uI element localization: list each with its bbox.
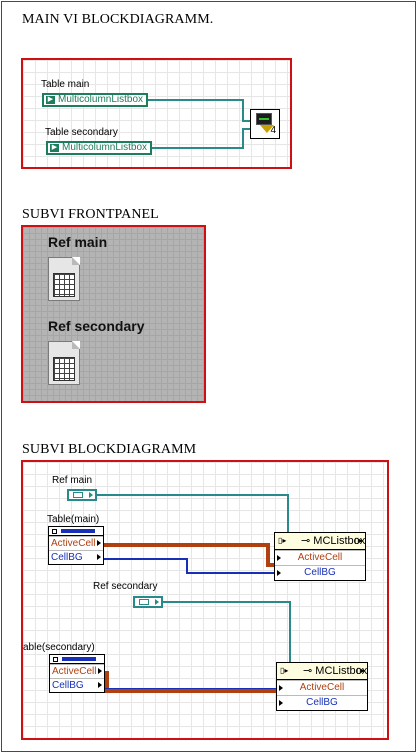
table-icon xyxy=(53,357,75,381)
table-main-control[interactable]: ▶ MulticolumnListbox xyxy=(42,93,148,107)
monitor-icon xyxy=(256,113,272,125)
ref-secondary-constant[interactable] xyxy=(133,596,163,608)
table-secondary-control[interactable]: ▶ MulticolumnListbox xyxy=(46,141,152,155)
wire-ref-main xyxy=(97,494,289,496)
table-main-property-node[interactable]: ActiveCell CellBG xyxy=(48,526,104,565)
subvi-frontpanel-heading: SUBVI FRONTPANEL xyxy=(22,207,159,222)
invoke-row-cell-bg[interactable]: CellBG xyxy=(275,565,365,580)
invoke-row-active-cell[interactable]: ActiveCell xyxy=(275,550,365,565)
property-cell-bg[interactable]: CellBG xyxy=(50,678,104,692)
wire-table-main-end xyxy=(242,120,250,122)
wire-ref-secondary-down xyxy=(289,601,291,662)
table-secondary-propnode-label: able(secondary) xyxy=(23,642,95,653)
subvi-blockdiagram-panel: Ref main Table(main) ActiveCell CellBG ▯… xyxy=(21,460,389,740)
wire-active-cell-2 xyxy=(105,689,276,693)
ref-main-label: Ref main xyxy=(48,234,108,250)
wire-table-main-vertical xyxy=(242,99,244,121)
table-icon xyxy=(53,273,75,297)
wire-table-main xyxy=(148,99,243,101)
subvi-frontpanel-panel: Ref main Ref secondary xyxy=(21,225,206,403)
wire-cell-bg-2 xyxy=(105,688,276,689)
wire-active-cell-down xyxy=(266,543,270,565)
subvi-icon[interactable]: 4 xyxy=(250,109,280,139)
wire-table-secondary xyxy=(152,147,243,149)
invoke-row-active-cell[interactable]: ActiveCell xyxy=(277,680,367,695)
subvi-terminal-count: 4 xyxy=(270,125,276,136)
ref-main-control[interactable] xyxy=(48,257,80,301)
main-vi-diagram-panel: Table main ▶ MulticolumnListbox Table se… xyxy=(21,58,292,169)
mclistbox-invoke-node-2[interactable]: ▯▸ ⊸ MCListbox ▯▸ ActiveCell CellBG xyxy=(276,662,368,711)
arrow-right-icon xyxy=(155,599,159,605)
ref-secondary-control[interactable] xyxy=(48,341,80,385)
key-icon: ⊸ xyxy=(301,535,314,547)
ref-secondary-const-label: Ref secondary xyxy=(93,581,158,592)
wire-ref-main-down xyxy=(287,494,289,532)
ref-main-const-label: Ref main xyxy=(52,475,93,486)
mclistbox-invoke-node-1[interactable]: ▯▸ ⊸ MCListbox ▯▸ ActiveCell CellBG xyxy=(274,532,366,581)
wire-cell-bg-down xyxy=(186,558,188,574)
wire-ref-secondary xyxy=(163,601,291,603)
table-secondary-label: Table secondary xyxy=(45,127,118,138)
table-main-label: Table main xyxy=(41,79,90,90)
wire-table-secondary-end xyxy=(242,128,250,130)
subvi-blockdiagram-heading: SUBVI BLOCKDIAGRAMM xyxy=(22,442,197,457)
invoke-row-cell-bg[interactable]: CellBG xyxy=(277,695,367,710)
arrow-right-icon xyxy=(89,492,93,498)
refnum-icon: ▶ xyxy=(50,144,59,152)
table-secondary-property-node[interactable]: ActiveCell CellBG xyxy=(49,654,105,693)
ref-secondary-label: Ref secondary xyxy=(48,318,145,334)
property-cell-bg[interactable]: CellBG xyxy=(49,550,103,564)
warning-triangle-icon xyxy=(260,125,274,133)
main-vi-heading: MAIN VI BLOCKDIAGRAMM. xyxy=(22,12,214,27)
wire-active-cell-end xyxy=(266,563,274,567)
wire-table-secondary-vertical xyxy=(242,128,244,149)
wire-cell-bg-end xyxy=(186,572,274,574)
property-active-cell[interactable]: ActiveCell xyxy=(49,536,103,550)
wire-active-cell-cluster xyxy=(104,543,268,547)
ref-main-constant[interactable] xyxy=(67,489,97,501)
wire-active-cell-2-down xyxy=(105,671,109,691)
wire-cell-bg-1 xyxy=(104,558,187,560)
refnum-icon: ▶ xyxy=(46,96,55,104)
table-main-propnode-label: Table(main) xyxy=(47,514,100,525)
key-icon: ⊸ xyxy=(303,665,316,677)
property-active-cell[interactable]: ActiveCell xyxy=(50,664,104,678)
